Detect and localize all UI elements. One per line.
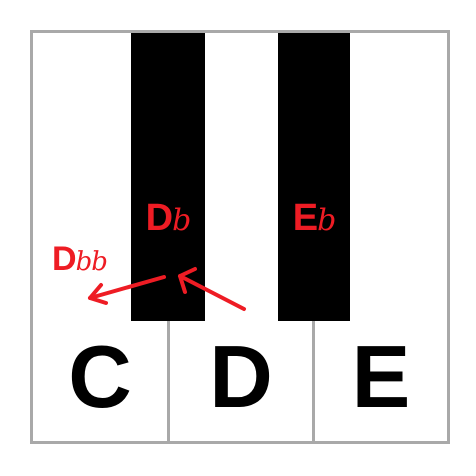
d-double-flat-label: Dbb: [52, 240, 108, 278]
black-key-d-flat: Db: [131, 33, 205, 321]
black-key-d-flat-label: Db: [131, 199, 205, 237]
black-key-e-flat-label: Eb: [278, 199, 350, 237]
black-key-e-flat-note: E: [292, 197, 318, 239]
white-key-c-label: C: [68, 327, 132, 426]
d-double-flat-accidental: bb: [75, 247, 108, 277]
black-key-e-flat-accidental: b: [317, 203, 336, 238]
black-key-d-flat-accidental: b: [172, 203, 191, 238]
white-key-d-label: D: [209, 327, 273, 426]
black-key-e-flat: Eb: [278, 33, 350, 321]
white-key-e-label: E: [351, 327, 411, 426]
black-key-d-flat-note: D: [145, 197, 173, 239]
d-double-flat-note: D: [52, 240, 77, 278]
white-key-e: E: [315, 33, 447, 441]
keyboard: C D E Db Eb: [30, 30, 450, 444]
